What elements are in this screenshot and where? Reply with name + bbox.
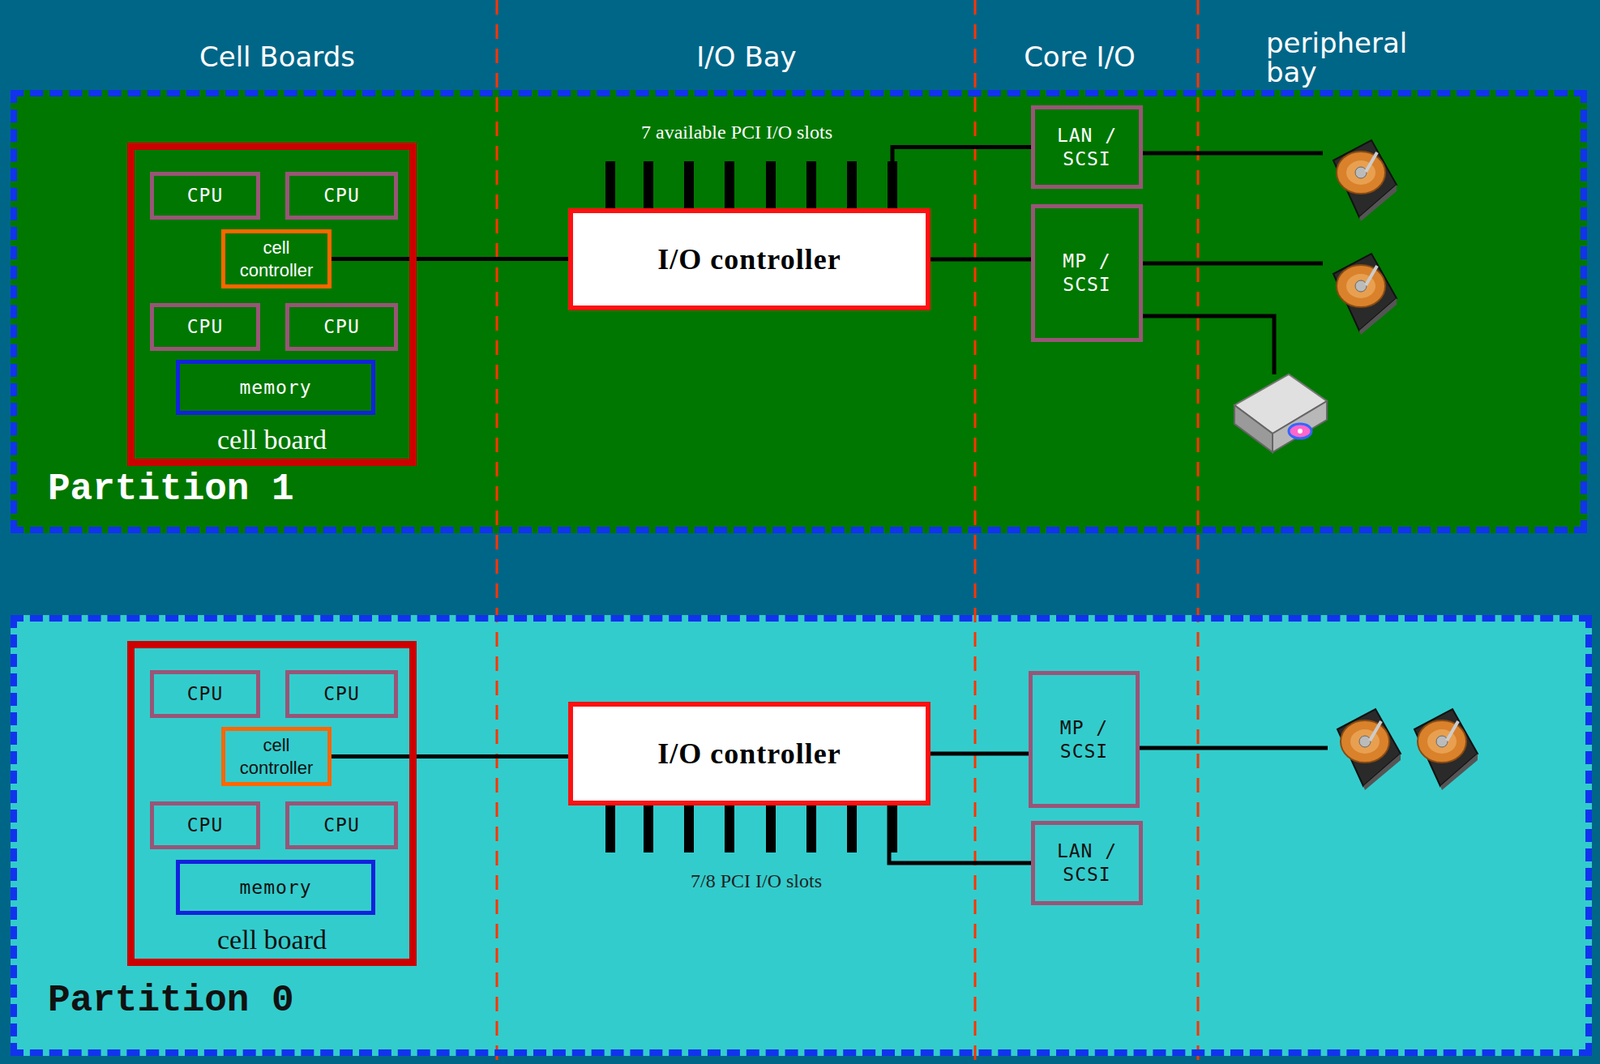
box-label: CPU [187, 813, 224, 838]
bus-connector [892, 147, 1032, 210]
slot-caption: 7/8 PCI I/O slots [690, 870, 822, 893]
box-label: CPU [187, 183, 224, 208]
box-label: CPU [323, 813, 360, 838]
cell-controller: cell controller [221, 727, 332, 787]
box-label: CPU [187, 315, 224, 339]
bus-connector [331, 256, 569, 261]
partition-region: Partition 0 cell board CPU CPU cell controll… [10, 615, 1592, 1057]
cpu-box: CPU [149, 801, 261, 850]
box-label: I/O controller [657, 241, 841, 279]
memory-box: memory [175, 359, 376, 415]
column-heading: peripheral bay [1266, 29, 1429, 87]
cell-board: cell boardCPUCPUcell controllerCPUCPUmem… [127, 641, 417, 967]
box-label: MP / SCSI [1038, 249, 1136, 297]
cpu-box: CPU [285, 303, 398, 351]
cpu-box: CPU [149, 171, 261, 220]
box-label: LAN / SCSI [1038, 839, 1136, 887]
cell-board-label: cell board [134, 424, 410, 456]
memory-box: memory [175, 859, 376, 916]
column-heading: I/O Bay [696, 40, 796, 73]
cd-drive [1234, 374, 1327, 453]
partition-region: Partition 1 cell board CPU CPU cell controll… [10, 89, 1588, 534]
bus-connector [930, 257, 1032, 262]
cell-board-label: cell board [134, 924, 410, 956]
box-label: CPU [323, 183, 360, 208]
lan-scsi-card: LAN / SCSI [1031, 821, 1143, 906]
box-label: memory [239, 876, 312, 900]
column-heading: Core I/O [1023, 40, 1136, 73]
mp-scsi-card: MP / SCSI [1028, 671, 1140, 809]
bus-connector [930, 752, 1029, 757]
cpu-box: CPU [149, 303, 261, 351]
cpu-box: CPU [285, 670, 398, 719]
box-label: CPU [187, 682, 224, 706]
cpu-box: CPU [285, 801, 398, 850]
slot-caption: 7 available PCI I/O slots [641, 121, 833, 144]
cell-controller: cell controller [221, 229, 332, 289]
cpu-box: CPU [149, 670, 261, 719]
box-label: CPU [323, 682, 360, 706]
partition-label: Partition 1 [47, 468, 295, 511]
box-label: cell controller [228, 236, 325, 282]
lan-scsi-card: LAN / SCSI [1031, 105, 1143, 189]
box-label: memory [239, 376, 312, 400]
box-label: CPU [323, 315, 360, 339]
mp-scsi-card: MP / SCSI [1031, 204, 1143, 343]
box-label: cell controller [228, 734, 325, 779]
partition-label: Partition 0 [47, 979, 295, 1023]
io-controller: I/O controller [568, 701, 931, 806]
column-heading: Cell Boards [199, 40, 356, 73]
bus-connector [331, 754, 569, 759]
bus-connector [889, 805, 1032, 864]
box-label: I/O controller [657, 735, 841, 773]
box-label: MP / SCSI [1035, 716, 1133, 764]
cpu-box: CPU [285, 171, 398, 220]
cell-board: cell boardCPUCPUcell controllerCPUCPUmem… [127, 142, 417, 467]
io-controller: I/O controller [568, 208, 931, 311]
box-label: LAN / SCSI [1038, 124, 1136, 172]
peripheral-wires [1139, 153, 1328, 749]
